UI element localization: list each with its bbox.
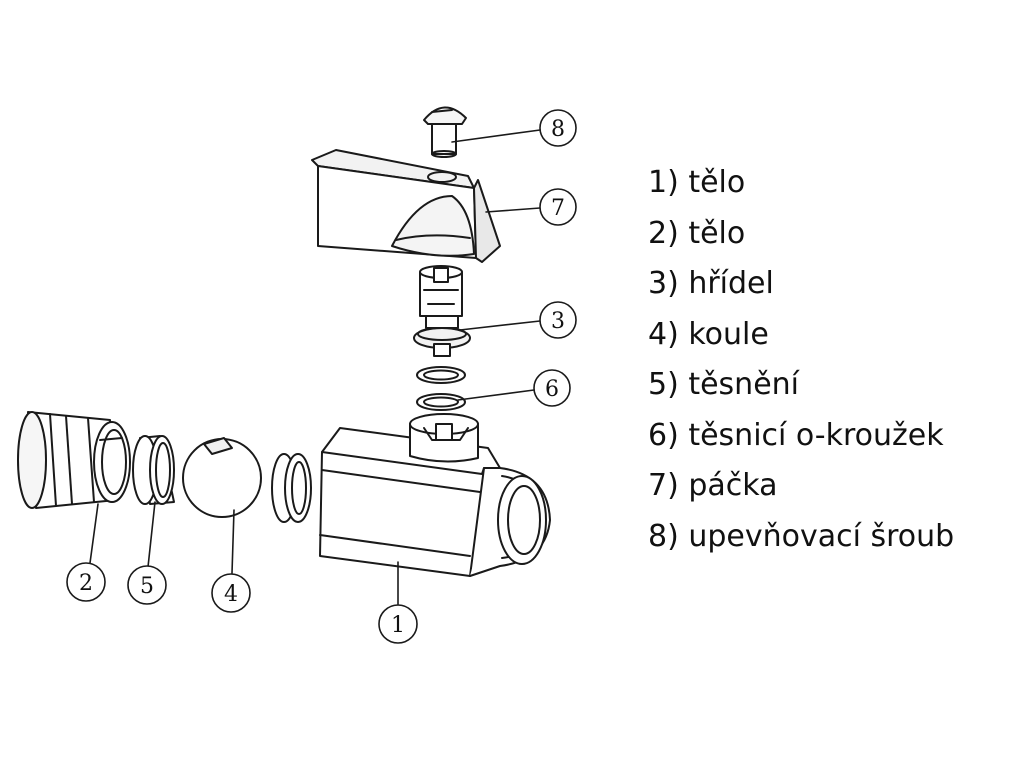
legend-item-7: 7) páčka [648,468,778,503]
part-screw [423,106,467,158]
callout-1-label: 1 [391,613,405,638]
callout-3-label: 3 [551,309,565,334]
callout-3: 3 [539,301,577,339]
legend-item-4: 4) koule [648,316,769,352]
callout-6: 6 [533,369,571,407]
part-shaft [413,265,471,357]
legend-item-6: 6) těsnicí o-kroužek [648,417,944,453]
callout-7-label: 7 [551,196,565,221]
legend-item-2: 2) tělo [648,215,746,251]
callout-7: 7 [539,188,577,226]
leader-lines [89,129,541,605]
callout-4-label: 4 [224,582,238,607]
callout-4: 4 [211,573,251,613]
part-seal-ring [132,435,175,505]
part-o-rings [416,366,466,411]
legend-item-8: 8) upevňovací šroub [648,518,955,554]
legend-item-5: 5) těsnění [648,367,799,402]
part-lever [311,149,501,263]
callout-5: 5 [127,565,167,605]
parts-legend: 1) tělo 2) tělo 3) hřídel 4) koule 5) tě… [648,158,954,562]
callout-2-label: 2 [79,571,93,596]
callout-2: 2 [66,562,106,602]
part-end-connector [17,411,131,509]
callout-6-label: 6 [545,377,559,402]
callout-8: 8 [539,109,577,147]
callout-8-label: 8 [551,117,565,142]
callout-1: 1 [378,604,418,644]
part-seal-ring-2 [271,453,312,523]
callout-5-label: 5 [140,574,154,599]
part-ball [182,437,262,518]
legend-item-1: 1) tělo [648,165,746,200]
legend-item-3: 3) hřídel [648,266,774,301]
part-main-body [319,413,551,577]
